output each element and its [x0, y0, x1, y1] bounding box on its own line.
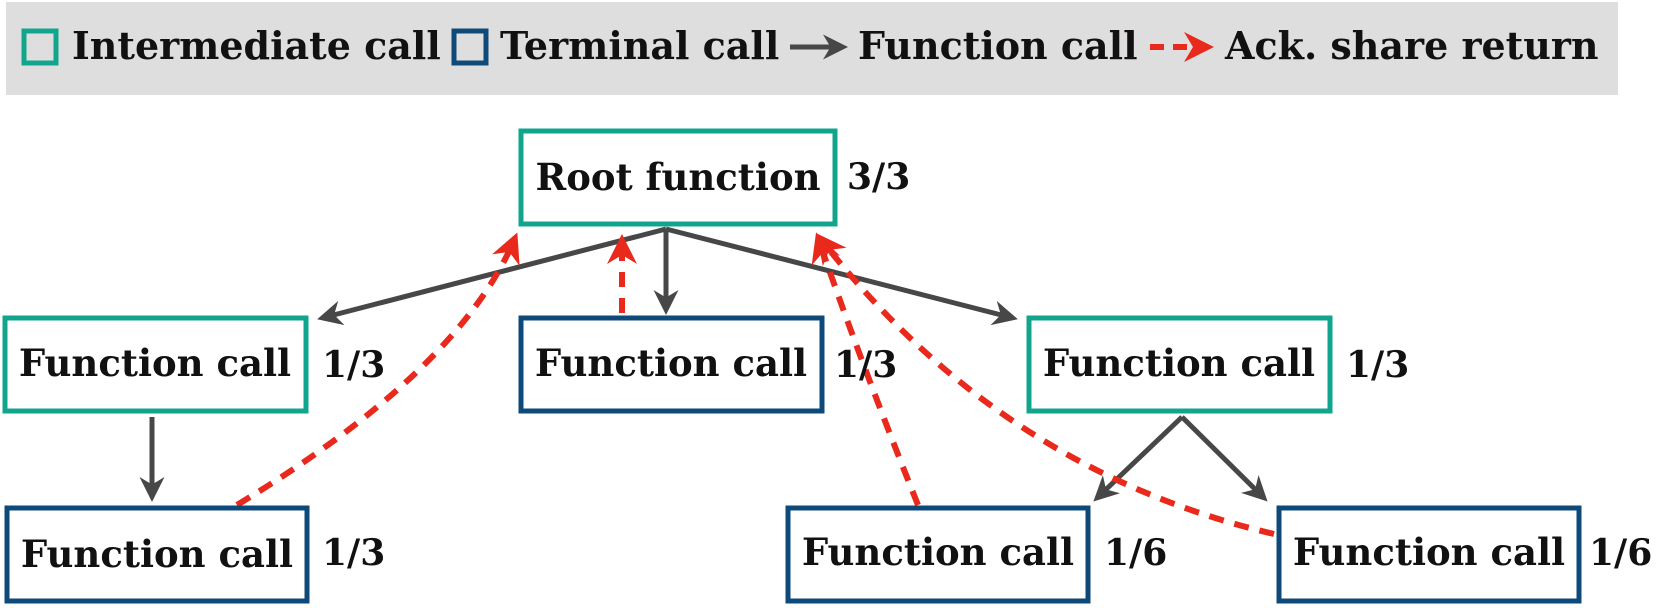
- node-left-child: Function call 1/3: [4, 505, 385, 604]
- legend-intermediate-label: Intermediate call: [72, 23, 441, 68]
- ack-arrow-child-b-to-root: [816, 233, 1275, 537]
- node-left-label: Function call: [19, 341, 291, 385]
- node-left: Function call 1/3: [2, 315, 385, 414]
- node-middle-box: [518, 315, 825, 414]
- node-right-child-b: Function call 1/6: [1276, 505, 1652, 604]
- node-middle: Function call 1/3: [518, 315, 897, 414]
- node-left-child-box: [4, 505, 310, 604]
- legend: Intermediate call Terminal call Function…: [6, 2, 1618, 95]
- node-right-child-a-label: Function call: [802, 530, 1074, 574]
- node-middle-label: Function call: [535, 341, 807, 385]
- ack-arrow-left-child-to-root: [235, 232, 520, 508]
- node-right-share: 1/3: [1346, 344, 1409, 386]
- call-arrow-root-to-right: [665, 226, 1018, 326]
- node-left-box: [2, 315, 309, 414]
- intermediate-swatch-icon: [21, 28, 59, 66]
- node-right-child-b-label: Function call: [1293, 530, 1565, 574]
- node-right-child-b-box: [1276, 505, 1582, 604]
- node-left-child-share: 1/3: [322, 532, 385, 574]
- legend-function-call-label: Function call: [858, 23, 1138, 68]
- legend-terminal-label: Terminal call: [500, 23, 779, 68]
- call-arrow-right-to-child-a: [1093, 415, 1184, 502]
- node-right-child-a: Function call 1/6: [785, 505, 1167, 604]
- node-root-label: Root function: [535, 155, 820, 199]
- node-right: Function call 1/3: [1026, 315, 1409, 414]
- node-left-child-label: Function call: [21, 532, 293, 576]
- node-right-label: Function call: [1043, 341, 1315, 385]
- call-arrow-right-to-child-b: [1180, 415, 1268, 502]
- node-root-share: 3/3: [847, 156, 910, 198]
- node-right-child-a-share: 1/6: [1104, 532, 1167, 574]
- node-root: Root function 3/3: [518, 128, 910, 227]
- node-right-child-b-share: 1/6: [1589, 532, 1652, 574]
- legend-ack-label: Ack. share return: [1224, 23, 1599, 68]
- ack-arrows: [235, 232, 1275, 537]
- ack-arrow-child-a-to-root: [811, 232, 921, 507]
- node-right-box: [1026, 315, 1333, 414]
- node-right-child-a-box: [785, 505, 1091, 604]
- terminal-swatch-icon: [451, 28, 489, 66]
- node-left-share: 1/3: [322, 344, 385, 386]
- node-root-box: [518, 128, 838, 227]
- node-middle-share: 1/3: [834, 344, 897, 386]
